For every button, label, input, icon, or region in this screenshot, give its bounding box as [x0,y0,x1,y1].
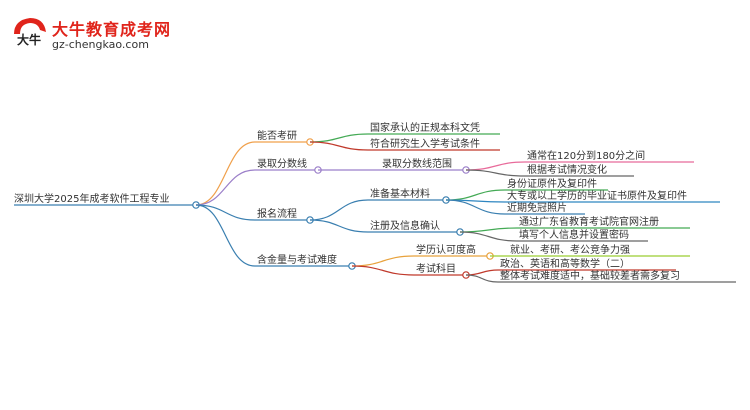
leaf-connector [459,231,518,242]
site-logo[interactable]: 大牛 大牛教育成考网 gz-chengkao.com [10,14,170,54]
subnode-connector [309,133,369,143]
leaf-node-label: 通过广东省教育考试院官网注册 [519,215,659,228]
logo-emblem-text: 大牛 [17,32,41,47]
branch-node-label: 录取分数线 [257,157,307,170]
leaf-node-label: 整体考试难度适中，基础较差者需多复习 [500,269,680,282]
subnode-label: 考试科目 [416,262,456,275]
leaf-node-label: 通常在120分到180分之间 [527,149,645,162]
subnode-label: 学历认可度高 [416,243,476,256]
leaf-connector [445,189,506,201]
branch-connector [195,204,256,221]
subnode-connector [309,141,369,151]
leaf-connector [465,269,499,276]
leaf-connector [465,169,526,177]
logo-title: 大牛教育成考网 [52,20,172,39]
leaf-node-label: 政治、英语和高等数学（二） [500,257,630,270]
branch-connector [195,204,256,267]
leaf-connector [459,227,518,233]
subnode-label: 国家承认的正规本科文凭 [370,121,480,134]
leaf-connector [465,161,526,171]
subnode-connector [309,219,369,233]
bull-emblem-icon: 大牛 [14,18,46,47]
subnode-connector [351,265,415,276]
subnode-label: 准备基本材料 [370,187,430,200]
root-node-label: 深圳大学2025年成考软件工程专业 [14,192,169,205]
branch-node-label: 能否考研 [257,129,297,142]
subnode-connector [351,255,415,267]
branch-node-label: 报名流程 [257,207,297,220]
subnode-label: 录取分数线范围 [382,157,452,170]
leaf-connector [465,274,499,283]
branch-connector [195,141,256,206]
subnode-label: 符合研究生入学考试条件 [370,137,480,150]
branch-connector [195,169,256,206]
leaf-connector [445,199,506,215]
subnode-label: 注册及信息确认 [370,219,440,232]
leaf-node-label: 近期免冠照片 [507,201,567,214]
leaf-node-label: 填写个人信息并设置密码 [519,228,629,241]
leaf-node-label: 身份证原件及复印件 [507,177,597,190]
leaf-node-label: 大专或以上学历的毕业证书原件及复印件 [507,189,687,202]
leaf-node-label: 就业、考研、考公竞争力强 [510,243,630,256]
logo-url: gz-chengkao.com [52,38,149,51]
branch-node-label: 含金量与考试难度 [257,253,337,266]
leaf-node-label: 根据考试情况变化 [527,163,607,176]
subnode-connector [309,199,369,221]
